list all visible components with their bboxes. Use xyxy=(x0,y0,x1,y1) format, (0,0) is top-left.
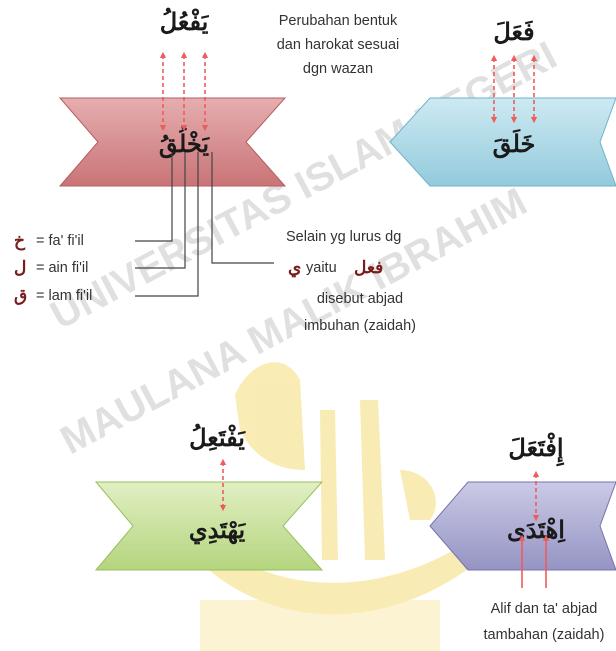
legend-text-kha: = fa' fi'il xyxy=(36,233,84,249)
note-mid-line-1: Selain yg lurus dg xyxy=(286,229,401,245)
chevron-ihtada: اِهْتَدَى xyxy=(429,481,616,571)
chevron-green-shape xyxy=(94,481,324,571)
note-perubahan: Perubahan bentuk dan harokat sesuai dgn … xyxy=(277,13,400,77)
note-mid-word-fal: فعل xyxy=(354,258,383,278)
chevron-khalaqa: خَلَقَ xyxy=(389,97,616,187)
chevron-yahtadi: يَهْتَدِي xyxy=(94,481,324,571)
letter-connectors xyxy=(135,152,274,297)
note-mid-letter-ya: ي xyxy=(288,258,301,278)
note-bottom-line-2: tambahan (zaidah) xyxy=(484,627,605,643)
word-yahtadi: يَهْتَدِي xyxy=(189,515,246,545)
note-top-line-3: dgn wazan xyxy=(303,61,373,77)
chevron-purple-shape xyxy=(429,481,616,571)
connector-fa xyxy=(135,152,173,242)
arrows-top-left xyxy=(159,51,209,132)
letter-legend: خ = fa' fi'il ل = ain fi'il ق = lam fi'i… xyxy=(14,231,92,306)
connector-ain xyxy=(135,152,186,269)
word-khalaqa: خَلَقَ xyxy=(493,129,536,159)
legend-letter-qaf: ق xyxy=(14,286,27,306)
legend-text-lam: = ain fi'il xyxy=(36,260,88,276)
watermark-logo xyxy=(180,362,480,651)
connector-lam xyxy=(135,152,199,297)
pattern-faala: فَعَلَ xyxy=(493,17,534,46)
arrows-top-right xyxy=(490,54,538,124)
pattern-yafulu: يَفْعُلُ xyxy=(160,7,209,36)
note-bottom-line-1: Alif dan ta' abjad xyxy=(491,601,598,617)
pattern-iftaala: إِفْتَعَلَ xyxy=(508,432,564,466)
chevron-red-shape xyxy=(58,97,287,187)
note-top-line-1: Perubahan bentuk xyxy=(279,13,398,29)
note-mid-line-4: imbuhan (zaidah) xyxy=(304,318,416,334)
note-mid-line-3: disebut abjad xyxy=(317,291,403,307)
chevron-blue-shape xyxy=(389,97,616,187)
note-selain: Selain yg lurus dg ي yaitu فعل disebut a… xyxy=(286,229,416,334)
chevron-yakhluqu: يَخْلُقُ xyxy=(58,97,287,187)
legend-text-qaf: = lam fi'il xyxy=(36,288,92,304)
legend-letter-lam: ل xyxy=(14,258,26,278)
note-mid-yaitu: yaitu xyxy=(306,260,337,276)
note-alif-ta: Alif dan ta' abjad tambahan (zaidah) xyxy=(484,601,605,643)
word-ihtada: اِهْتَدَى xyxy=(507,515,566,544)
pattern-yaftailu: يَفْتَعِلُ xyxy=(189,423,246,452)
legend-letter-kha: خ xyxy=(14,231,26,251)
connector-ya xyxy=(211,152,274,264)
arrows-bottom-right xyxy=(518,470,550,588)
note-top-line-2: dan harokat sesuai xyxy=(277,37,400,53)
